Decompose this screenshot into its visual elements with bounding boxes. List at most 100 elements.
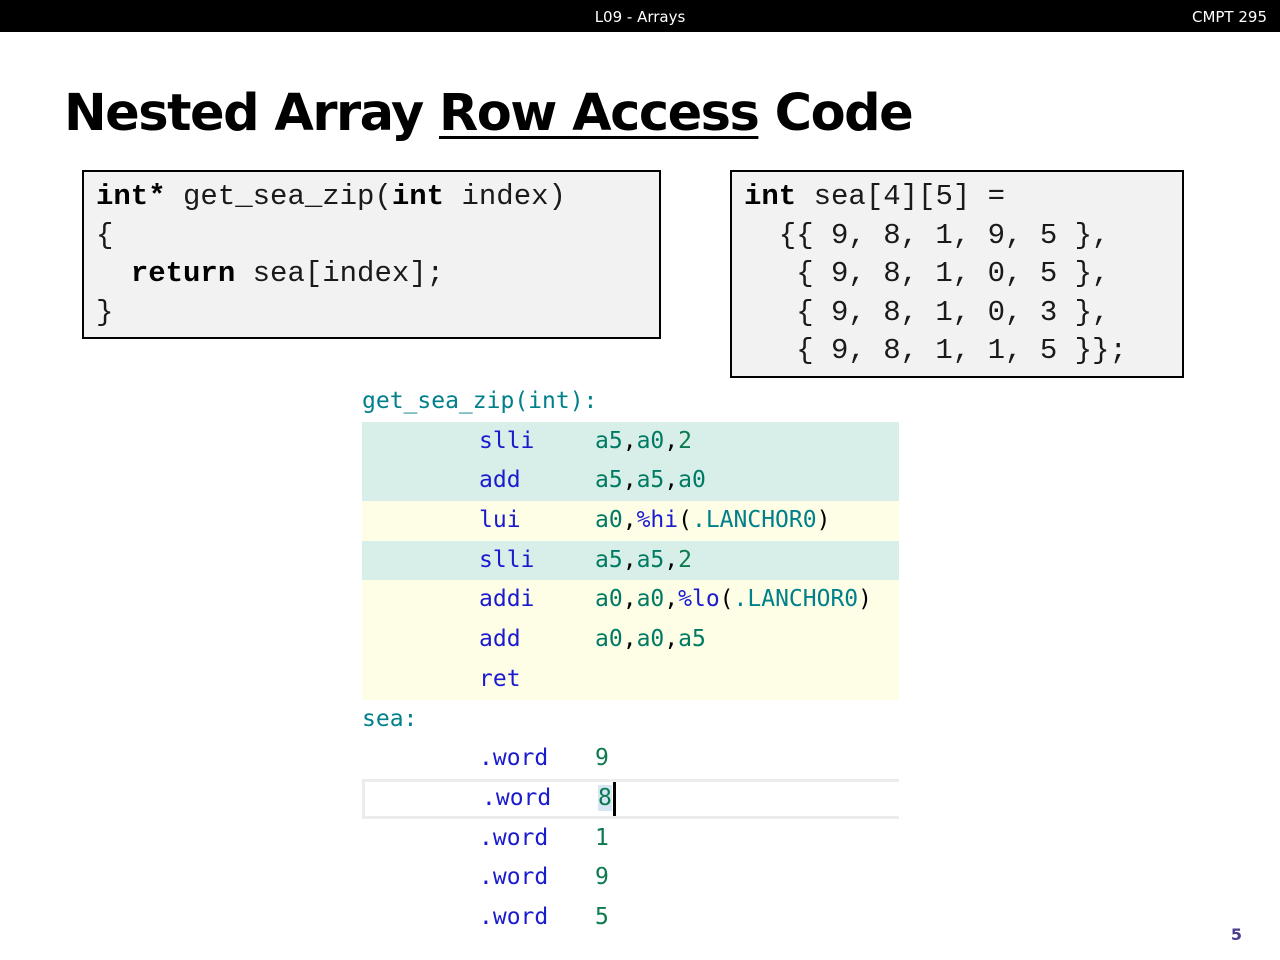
code-keyword: int* <box>96 180 166 213</box>
asm-register: a5 <box>595 467 623 494</box>
c-function-code-box: int* get_sea_zip(int index) { return sea… <box>82 170 661 339</box>
asm-register: a5 <box>678 626 706 653</box>
asm-punct: , <box>622 546 637 573</box>
text-cursor <box>612 781 616 816</box>
asm-symbol: .LANCHOR0 <box>691 507 817 534</box>
asm-operands: a5,a0,2 <box>595 422 692 462</box>
page-number: 5 <box>1230 925 1242 944</box>
asm-data-row: .word 5 <box>362 898 899 938</box>
asm-register: a0 <box>595 507 623 534</box>
asm-immediate: 8 <box>598 785 612 812</box>
array-row: {{ 9, 8, 1, 9, 5 }, <box>744 218 1110 252</box>
asm-label-row: get_sea_zip(int): <box>362 382 899 422</box>
asm-punct: , <box>622 507 637 534</box>
asm-word-value: 1 <box>595 819 609 859</box>
asm-punct: , <box>622 467 637 494</box>
title-part-1: Nested Array <box>64 84 439 143</box>
title-underlined: Row Access <box>438 84 760 143</box>
asm-punct: ) <box>816 507 831 534</box>
asm-punct: , <box>664 546 679 573</box>
asm-operands: a0,a0,a5 <box>595 620 706 660</box>
code-text: get_sea_zip( <box>165 180 392 213</box>
asm-punct: , <box>622 626 637 653</box>
asm-instruction-row: lui a0,%hi(.LANCHOR0) <box>362 501 899 541</box>
code-text: index) <box>444 180 566 213</box>
asm-immediate: 5 <box>595 903 609 930</box>
asm-mnemonic: slli <box>479 546 535 573</box>
asm-register: a0 <box>678 467 706 494</box>
asm-register: a5 <box>595 546 623 573</box>
asm-punct: , <box>664 427 679 454</box>
asm-word-value: 9 <box>595 858 609 898</box>
asm-data-row: .word 9 <box>362 858 899 898</box>
code-text: } <box>96 295 114 329</box>
asm-function-label: get_sea_zip(int): <box>362 388 598 414</box>
asm-relocation: %hi <box>636 507 679 534</box>
title-part-2: Code <box>758 84 914 143</box>
asm-immediate: 2 <box>678 546 692 573</box>
asm-mnemonic: add <box>479 467 521 494</box>
asm-register: a5 <box>595 427 623 454</box>
asm-immediate: 1 <box>595 824 609 851</box>
code-keyword: int <box>744 180 797 213</box>
asm-register: a0 <box>595 586 623 613</box>
lecture-title: L09 - Arrays <box>594 8 686 26</box>
asm-register: a0 <box>636 626 665 653</box>
asm-label-row: sea: <box>362 700 899 740</box>
asm-mnemonic: add <box>479 626 521 653</box>
asm-mnemonic: slli <box>479 427 535 454</box>
asm-immediate: 9 <box>595 864 609 891</box>
asm-punct: ) <box>858 586 873 613</box>
asm-immediate: 9 <box>595 745 609 772</box>
asm-symbol: .LANCHOR0 <box>733 586 859 613</box>
asm-punct: , <box>664 626 679 653</box>
asm-word-value: 8 <box>598 781 616 816</box>
asm-data-row: .word 1 <box>362 819 899 859</box>
code-keyword: int <box>391 180 445 213</box>
asm-relocation: %lo <box>678 586 720 613</box>
array-row: { 9, 8, 1, 0, 5 }, <box>744 257 1110 290</box>
asm-directive: .word <box>479 903 549 930</box>
asm-operands: a0,a0,%lo(.LANCHOR0) <box>595 580 872 620</box>
asm-directive: .word <box>479 745 549 772</box>
asm-register: a0 <box>636 586 665 613</box>
course-code: CMPT 295 <box>1191 8 1267 26</box>
asm-mnemonic: lui <box>479 507 521 534</box>
asm-word-value: 5 <box>595 898 609 938</box>
asm-mnemonic: addi <box>479 586 535 613</box>
asm-directive: .word <box>479 824 549 851</box>
asm-punct: ( <box>719 586 734 613</box>
asm-register: a5 <box>636 467 665 494</box>
code-text: { <box>96 218 114 252</box>
asm-data-label: sea: <box>362 705 418 732</box>
asm-instruction-row: slli a5,a0,2 <box>362 421 899 462</box>
asm-punct: , <box>622 586 637 613</box>
code-text: sea[4][5] = <box>796 180 1006 213</box>
slide-title: Nested Array Row Access Code <box>64 84 914 143</box>
asm-register: a0 <box>595 626 623 653</box>
array-row: { 9, 8, 1, 0, 3 }, <box>744 295 1110 329</box>
asm-mnemonic: ret <box>479 665 521 692</box>
c-array-code-box: int sea[4][5] = {{ 9, 8, 1, 9, 5 }, { 9,… <box>730 170 1184 378</box>
slide-header-bar: L09 - Arrays CMPT 295 <box>0 0 1280 32</box>
asm-word-value: 9 <box>595 739 609 779</box>
asm-instruction-row: ret <box>362 659 899 700</box>
asm-punct: , <box>622 427 637 454</box>
asm-data-row: .word 9 <box>362 739 899 779</box>
asm-operands: a5,a5,2 <box>595 541 692 581</box>
asm-immediate: 2 <box>678 427 692 454</box>
asm-operands: a5,a5,a0 <box>595 461 706 501</box>
asm-punct: ( <box>678 507 692 534</box>
code-indent <box>96 257 131 290</box>
asm-punct: , <box>664 586 679 613</box>
code-text: sea[index]; <box>235 257 445 290</box>
asm-register: a5 <box>636 546 665 573</box>
asm-directive: .word <box>479 864 549 891</box>
array-row: { 9, 8, 1, 1, 5 }}; <box>744 334 1127 367</box>
asm-operands: a0,%hi(.LANCHOR0) <box>595 501 830 541</box>
